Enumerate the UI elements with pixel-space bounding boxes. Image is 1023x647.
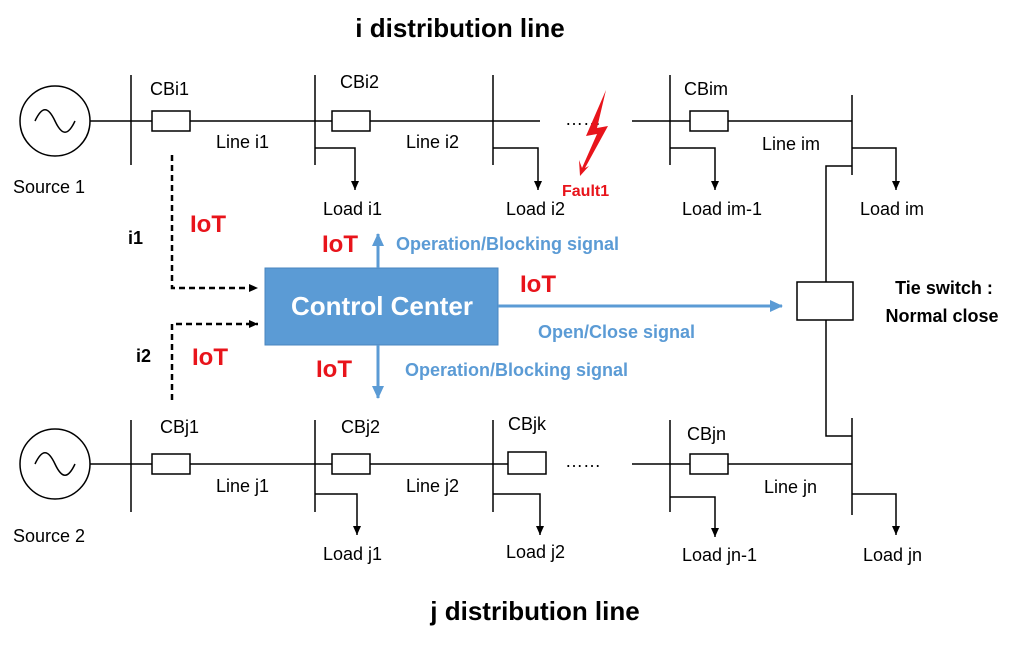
tie-switch	[796, 281, 854, 321]
load-i2-arrow	[493, 147, 542, 190]
label-load-j1: Load j1	[323, 544, 382, 564]
source-2-label: Source 2	[13, 526, 85, 546]
i1-signal-arrow	[170, 155, 258, 292]
title-j-distribution-line: j distribution line	[429, 596, 639, 626]
label-load-im1: Load im-1	[682, 199, 762, 219]
breaker-cbim	[689, 110, 729, 132]
label-i2: i2	[136, 346, 151, 366]
tie-switch-label-1: Tie switch :	[895, 278, 993, 298]
load-j2-arrow	[493, 493, 544, 535]
breaker-cbjk	[507, 451, 547, 475]
label-load-im: Load im	[860, 199, 924, 219]
breaker-cbj2	[331, 453, 371, 475]
label-load-j2: Load j2	[506, 542, 565, 562]
iot-label-i1: IoT	[190, 211, 226, 238]
iot-label-i2: IoT	[192, 344, 228, 371]
breaker-cbi2	[331, 110, 371, 132]
i2-signal-arrow	[170, 320, 258, 400]
iot-label-up: IoT	[322, 231, 358, 258]
label-cbim: CBim	[684, 79, 728, 99]
load-im1-arrow	[670, 147, 719, 190]
load-jn1-arrow	[670, 496, 719, 537]
load-jn-arrow	[852, 493, 900, 535]
breaker-cbj1	[151, 453, 191, 475]
load-i1-arrow	[315, 147, 359, 190]
label-op-block-top: Operation/Blocking signal	[396, 234, 619, 254]
label-line-j1: Line j1	[216, 476, 269, 496]
label-cbj1: CBj1	[160, 417, 199, 437]
breaker-cbjn	[689, 453, 729, 475]
label-load-i1: Load i1	[323, 199, 382, 219]
label-i1: i1	[128, 228, 143, 248]
label-line-j2: Line j2	[406, 476, 459, 496]
label-load-i2: Load i2	[506, 199, 565, 219]
load-j1-arrow	[315, 493, 361, 535]
iot-label-down: IoT	[316, 356, 352, 383]
label-cbjn: CBjn	[687, 424, 726, 444]
label-cbi2: CBi2	[340, 72, 379, 92]
ellipsis-bottom: ……	[565, 451, 601, 471]
label-line-i2: Line i2	[406, 132, 459, 152]
label-fault1: Fault1	[562, 183, 609, 200]
source-1-label: Source 1	[13, 177, 85, 197]
label-line-i1: Line i1	[216, 132, 269, 152]
control-center-box	[264, 267, 499, 346]
label-op-block-bottom: Operation/Blocking signal	[405, 360, 628, 380]
j-distribution-line: Source 2 CBj1 CBj2 CBjk CBjn Line j1 Lin…	[13, 414, 922, 565]
title-i-distribution-line: i distribution line	[355, 13, 564, 43]
label-cbjk: CBjk	[508, 414, 547, 434]
control-signals: i1 IoT i2 IoT Control Center IoT Operati…	[128, 155, 783, 400]
i-distribution-line: Source 1 CBi1 CBi2 CBim Line i1 Line i2 …	[13, 72, 924, 219]
label-open-close: Open/Close signal	[538, 322, 695, 342]
label-cbj2: CBj2	[341, 417, 380, 437]
label-line-jn: Line jn	[764, 477, 817, 497]
label-load-jn1: Load jn-1	[682, 545, 757, 565]
label-load-jn: Load jn	[863, 545, 922, 565]
ac-wave-icon	[34, 109, 76, 133]
tie-switch-label-2: Normal close	[885, 306, 998, 326]
label-cbi1: CBi1	[150, 79, 189, 99]
label-line-im: Line im	[762, 134, 820, 154]
control-center-label: Control Center	[291, 291, 473, 321]
load-im-arrow	[852, 147, 900, 190]
ac-wave-icon-2	[34, 452, 76, 476]
breaker-cbi1	[151, 110, 191, 132]
iot-label-right: IoT	[520, 271, 556, 298]
tie-switch-branch: Tie switch : Normal close	[796, 165, 999, 437]
lightning-fault-icon	[579, 90, 608, 176]
